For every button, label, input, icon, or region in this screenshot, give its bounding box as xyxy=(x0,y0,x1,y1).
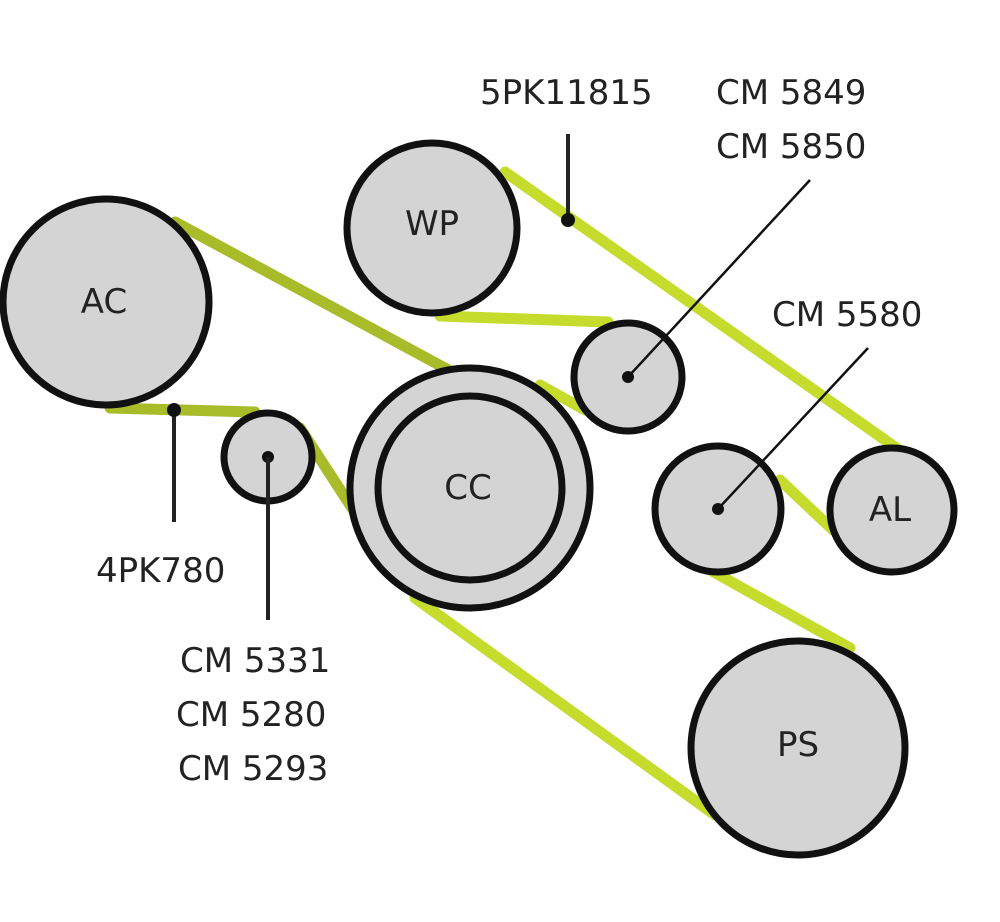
label-ac-idler-1: CM 5331 xyxy=(180,641,330,681)
leader-mid-idler xyxy=(717,347,869,510)
pulley-ps: PS xyxy=(687,637,909,859)
belt-segment-idler-cc xyxy=(534,379,591,416)
pulley-wp-circle xyxy=(343,139,521,317)
leader-ac-belt-dot xyxy=(167,403,181,417)
pulley-ac-circle xyxy=(0,195,213,409)
leader-lines xyxy=(167,134,869,620)
pulley-ac: AC xyxy=(0,195,213,409)
label-main-belt: 5PK11815 xyxy=(480,73,653,113)
label-mid-idler: CM 5580 xyxy=(772,295,922,335)
pulley-cc: CC xyxy=(346,364,594,612)
pulley-al: AL xyxy=(826,444,958,576)
label-top-idler-1: CM 5849 xyxy=(716,73,866,113)
pulley-wp-label: WP xyxy=(405,204,459,244)
label-ac-idler-3: CM 5293 xyxy=(178,749,328,789)
leader-top-idler xyxy=(627,179,811,378)
pulley-cc-inner-circle xyxy=(374,392,566,584)
pulley-cc-label: CC xyxy=(444,468,491,508)
belt-segment-cc-ps xyxy=(409,592,721,821)
belt-segment-al-tensioner xyxy=(774,474,839,536)
pulley-ac-label: AC xyxy=(81,282,127,322)
belt-segment-ac-idler xyxy=(104,402,261,418)
pulley-ps-circle xyxy=(687,637,909,859)
belt-segment-ac-cc-top xyxy=(169,216,484,392)
pulley-ps-label: PS xyxy=(777,725,819,765)
pulley-al-circle xyxy=(826,444,958,576)
pulley-wp: WP xyxy=(343,139,521,317)
label-ac-idler-2: CM 5280 xyxy=(176,695,326,735)
pulley-al-label: AL xyxy=(869,490,911,530)
belt-segment-wp-idler xyxy=(434,310,614,328)
leader-main-belt-dot xyxy=(561,213,575,227)
label-top-idler-2: CM 5850 xyxy=(716,127,866,167)
belt-segment-tensioner-ps xyxy=(704,564,856,654)
label-ac-belt: 4PK780 xyxy=(96,551,225,591)
